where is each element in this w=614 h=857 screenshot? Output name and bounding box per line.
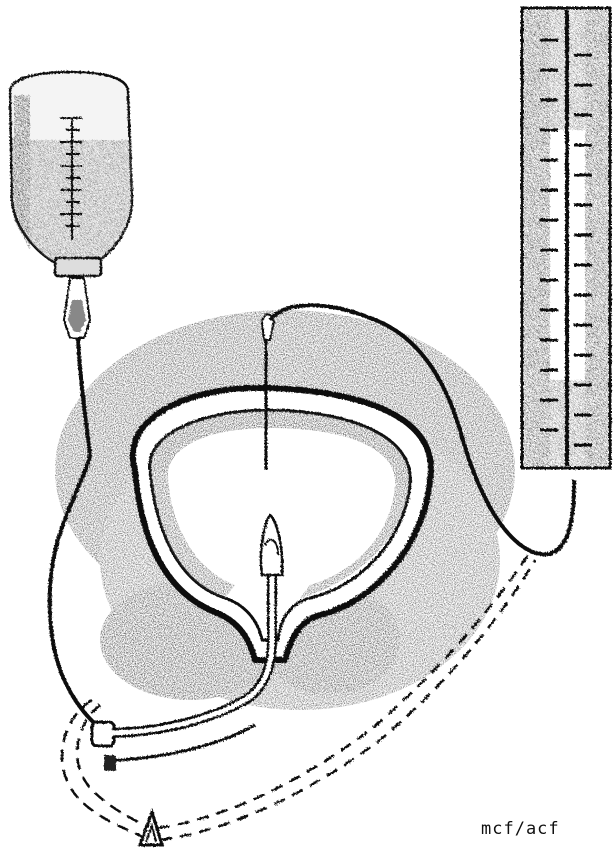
manometer-scale	[522, 8, 610, 468]
infusion-bottle	[10, 72, 132, 276]
artist-signature: mcf/acf	[481, 819, 560, 839]
drip-chamber	[64, 278, 90, 338]
